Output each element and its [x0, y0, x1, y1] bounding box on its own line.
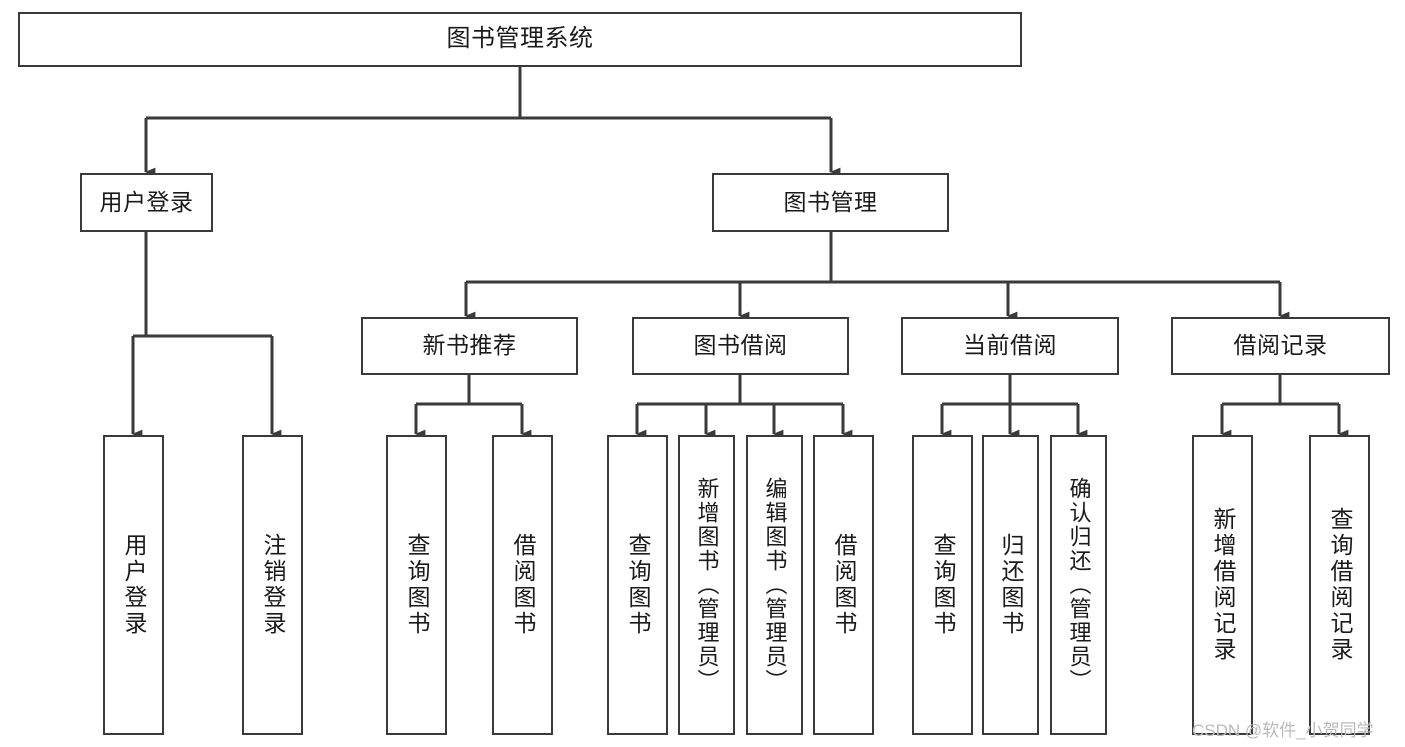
- node-label: 编辑图书（管理员）: [762, 477, 788, 693]
- node-label: 注销登录: [260, 533, 286, 637]
- node-new-book-recommend[interactable]: 新书推荐: [361, 317, 578, 375]
- node-label: 新增借阅记录: [1210, 507, 1236, 663]
- node-root-system[interactable]: 图书管理系统: [18, 12, 1022, 67]
- node-label: 借阅记录: [1233, 332, 1328, 359]
- leaf-add-book-admin[interactable]: 新增图书（管理员）: [678, 435, 735, 735]
- node-label: 图书管理: [783, 188, 878, 215]
- leaf-user-login[interactable]: 用户登录: [103, 435, 164, 735]
- node-label: 借阅图书: [831, 533, 857, 637]
- node-label: 用户登录: [99, 188, 194, 215]
- leaf-query-book-borrow[interactable]: 查询图书: [607, 435, 668, 735]
- leaf-query-borrow-record[interactable]: 查询借阅记录: [1309, 435, 1370, 735]
- leaf-borrow-book-recommend[interactable]: 借阅图书: [492, 435, 553, 735]
- node-label: 确认归还（管理员）: [1066, 477, 1092, 693]
- node-label: 查询图书: [404, 533, 430, 637]
- node-user-login[interactable]: 用户登录: [80, 173, 213, 232]
- node-label: 查询借阅记录: [1327, 507, 1353, 663]
- leaf-return-book[interactable]: 归还图书: [982, 435, 1039, 735]
- node-book-borrow[interactable]: 图书借阅: [632, 317, 849, 375]
- node-label: 新增图书（管理员）: [694, 477, 720, 693]
- leaf-add-borrow-record[interactable]: 新增借阅记录: [1192, 435, 1253, 735]
- node-label: 新书推荐: [422, 332, 517, 359]
- node-label: 当前借阅: [963, 332, 1057, 359]
- node-label: 查询图书: [930, 533, 956, 637]
- node-label: 归还图书: [998, 533, 1024, 637]
- csdn-watermark: CSDN @软件_小贺同学: [1192, 721, 1374, 740]
- node-label: 图书管理系统: [446, 25, 594, 53]
- node-label: 查询图书: [625, 533, 651, 637]
- node-label: 用户登录: [121, 533, 147, 637]
- node-current-borrow[interactable]: 当前借阅: [901, 317, 1119, 375]
- node-borrow-records[interactable]: 借阅记录: [1171, 317, 1390, 375]
- node-label: 图书借阅: [693, 332, 788, 359]
- leaf-query-book-recommend[interactable]: 查询图书: [386, 435, 447, 735]
- leaf-edit-book-admin[interactable]: 编辑图书（管理员）: [746, 435, 803, 735]
- node-book-management[interactable]: 图书管理: [712, 173, 949, 232]
- leaf-logout[interactable]: 注销登录: [242, 435, 303, 735]
- leaf-query-book-current[interactable]: 查询图书: [912, 435, 973, 735]
- node-label: 借阅图书: [510, 533, 536, 637]
- leaf-borrow-book[interactable]: 借阅图书: [813, 435, 874, 735]
- leaf-confirm-return-admin[interactable]: 确认归还（管理员）: [1050, 435, 1107, 735]
